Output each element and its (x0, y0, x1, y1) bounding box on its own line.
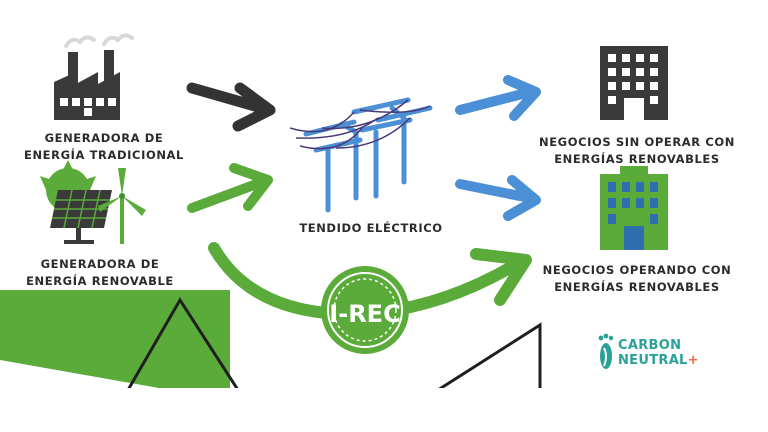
arrow-renewable-to-grid (187, 163, 273, 213)
building-icon-renewable (600, 166, 668, 250)
footprint-icon (598, 333, 614, 369)
label-renewable-generator: GENERADORA DE ENERGÍA RENOVABLE (10, 256, 190, 290)
wind-turbine-icon (98, 168, 146, 244)
building-icon-nonrenewable (600, 46, 668, 120)
label-line: ENERGÍA RENOVABLE (26, 274, 174, 288)
label-line: ENERGÍAS RENOVABLES (554, 152, 720, 166)
logo-word: NEUTRAL (618, 353, 688, 368)
factory-icon (54, 33, 134, 120)
arrow-traditional-to-grid (186, 82, 276, 132)
irec-label: I-REC (329, 300, 400, 328)
arrow-grid-to-renewable (455, 175, 541, 221)
label-business-renewable: NEGOCIOS OPERANDO CON ENERGÍAS RENOVABLE… (524, 262, 750, 296)
label-traditional-generator: GENERADORA DE ENERGÍA TRADICIONAL (14, 130, 194, 164)
logo-text: CARBON NEUTRAL+ (618, 338, 699, 368)
label-business-nonrenewable: NEGOCIOS SIN OPERAR CON ENERGÍAS RENOVAB… (524, 134, 750, 168)
label-line: TENDIDO ELÉCTRICO (299, 221, 443, 235)
label-line: NEGOCIOS OPERANDO CON (542, 263, 732, 277)
label-line: ENERGÍAS RENOVABLES (554, 280, 720, 294)
label-line: GENERADORA DE (40, 257, 160, 271)
label-line: GENERADORA DE (44, 131, 164, 145)
background-decoration (0, 290, 768, 432)
power-tower-icon (289, 97, 433, 213)
label-line: NEGOCIOS SIN OPERAR CON (539, 135, 735, 149)
label-grid: TENDIDO ELÉCTRICO (286, 220, 456, 237)
logo-plus: + (687, 353, 699, 368)
logo-line-1: CARBON (618, 338, 682, 353)
renewable-generator-icon (40, 160, 146, 244)
label-line: ENERGÍA TRADICIONAL (24, 148, 184, 162)
logo-line-2: NEUTRAL+ (618, 353, 699, 368)
irec-seal-icon (321, 266, 409, 354)
arrow-grid-to-nonrenewable (455, 75, 541, 121)
carbon-neutral-logo: CARBON NEUTRAL+ (596, 332, 706, 376)
solar-panel-icon (50, 189, 112, 244)
